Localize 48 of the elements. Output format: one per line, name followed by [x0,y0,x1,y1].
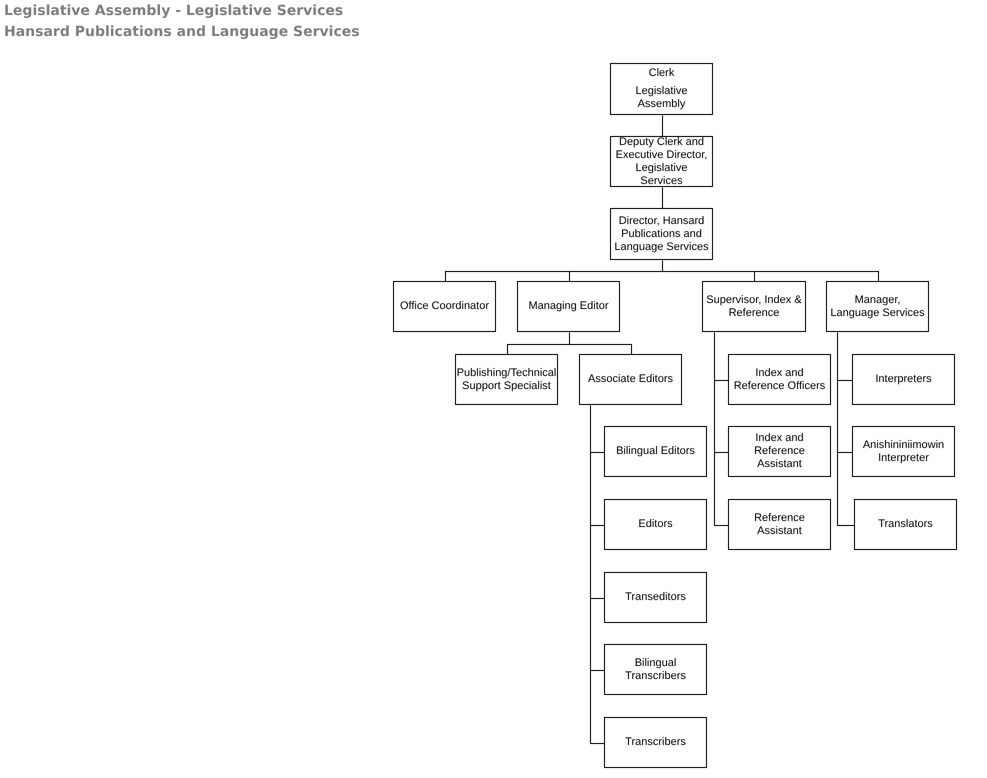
position-box [728,426,831,477]
connector-line [837,332,855,526]
position-title: Clerk [648,67,674,80]
position-box [393,281,496,332]
position-box [728,499,831,550]
position-box [604,572,707,623]
position-title: Supervisor, Index & Reference [705,294,803,320]
chart-title: Legislative Assembly - Legislative Services [4,3,344,19]
connector-line [662,115,663,137]
position-title: Office Coordinator [400,300,490,313]
position-box [517,281,620,332]
position-title: Anishininiimowin Interpreter [862,438,946,464]
connector-line [662,187,663,209]
position-title: Interpreters [875,373,932,386]
position-title: Manager, Language Services [829,294,926,320]
position-title: Deputy Clerk and Executive Director, Legislative Services [614,136,708,188]
position-box [852,426,955,477]
position-box [604,499,707,550]
position-title: Transeditors [625,591,686,604]
position-box [702,281,806,332]
position-title: Index and Reference Officers [732,366,826,392]
position-title: Transcribers [625,736,686,749]
position-box [610,63,713,115]
position-box [852,354,955,405]
position-title: Editors [638,518,673,531]
position-box [826,281,929,332]
position-title: Associate Editors [588,373,673,386]
position-title: Legislative Assembly [634,85,688,111]
position-title: Publishing/Technical Support Specialist [456,366,556,392]
position-box [455,354,558,405]
chart-subtitle: Hansard Publications and Language Services [4,24,360,40]
position-box [854,499,957,550]
position-box [728,354,831,405]
connector-line [714,332,729,526]
position-title: Translators [878,518,933,531]
position-box [604,644,707,695]
position-box [604,717,707,768]
connector-line [662,260,879,282]
connector-line [569,332,632,355]
position-title: Bilingual Editors [616,445,695,458]
position-title: Bilingual Transcribers [624,656,687,682]
position-title: Director, Hansard Publications and Language Services [613,214,710,254]
position-box [579,354,682,405]
position-box [610,208,713,260]
position-title: Reference Assistant [753,512,806,538]
position-title: Managing Editor [528,300,609,313]
position-title: Index and Reference Assistant [753,432,806,471]
position-box [604,426,707,477]
